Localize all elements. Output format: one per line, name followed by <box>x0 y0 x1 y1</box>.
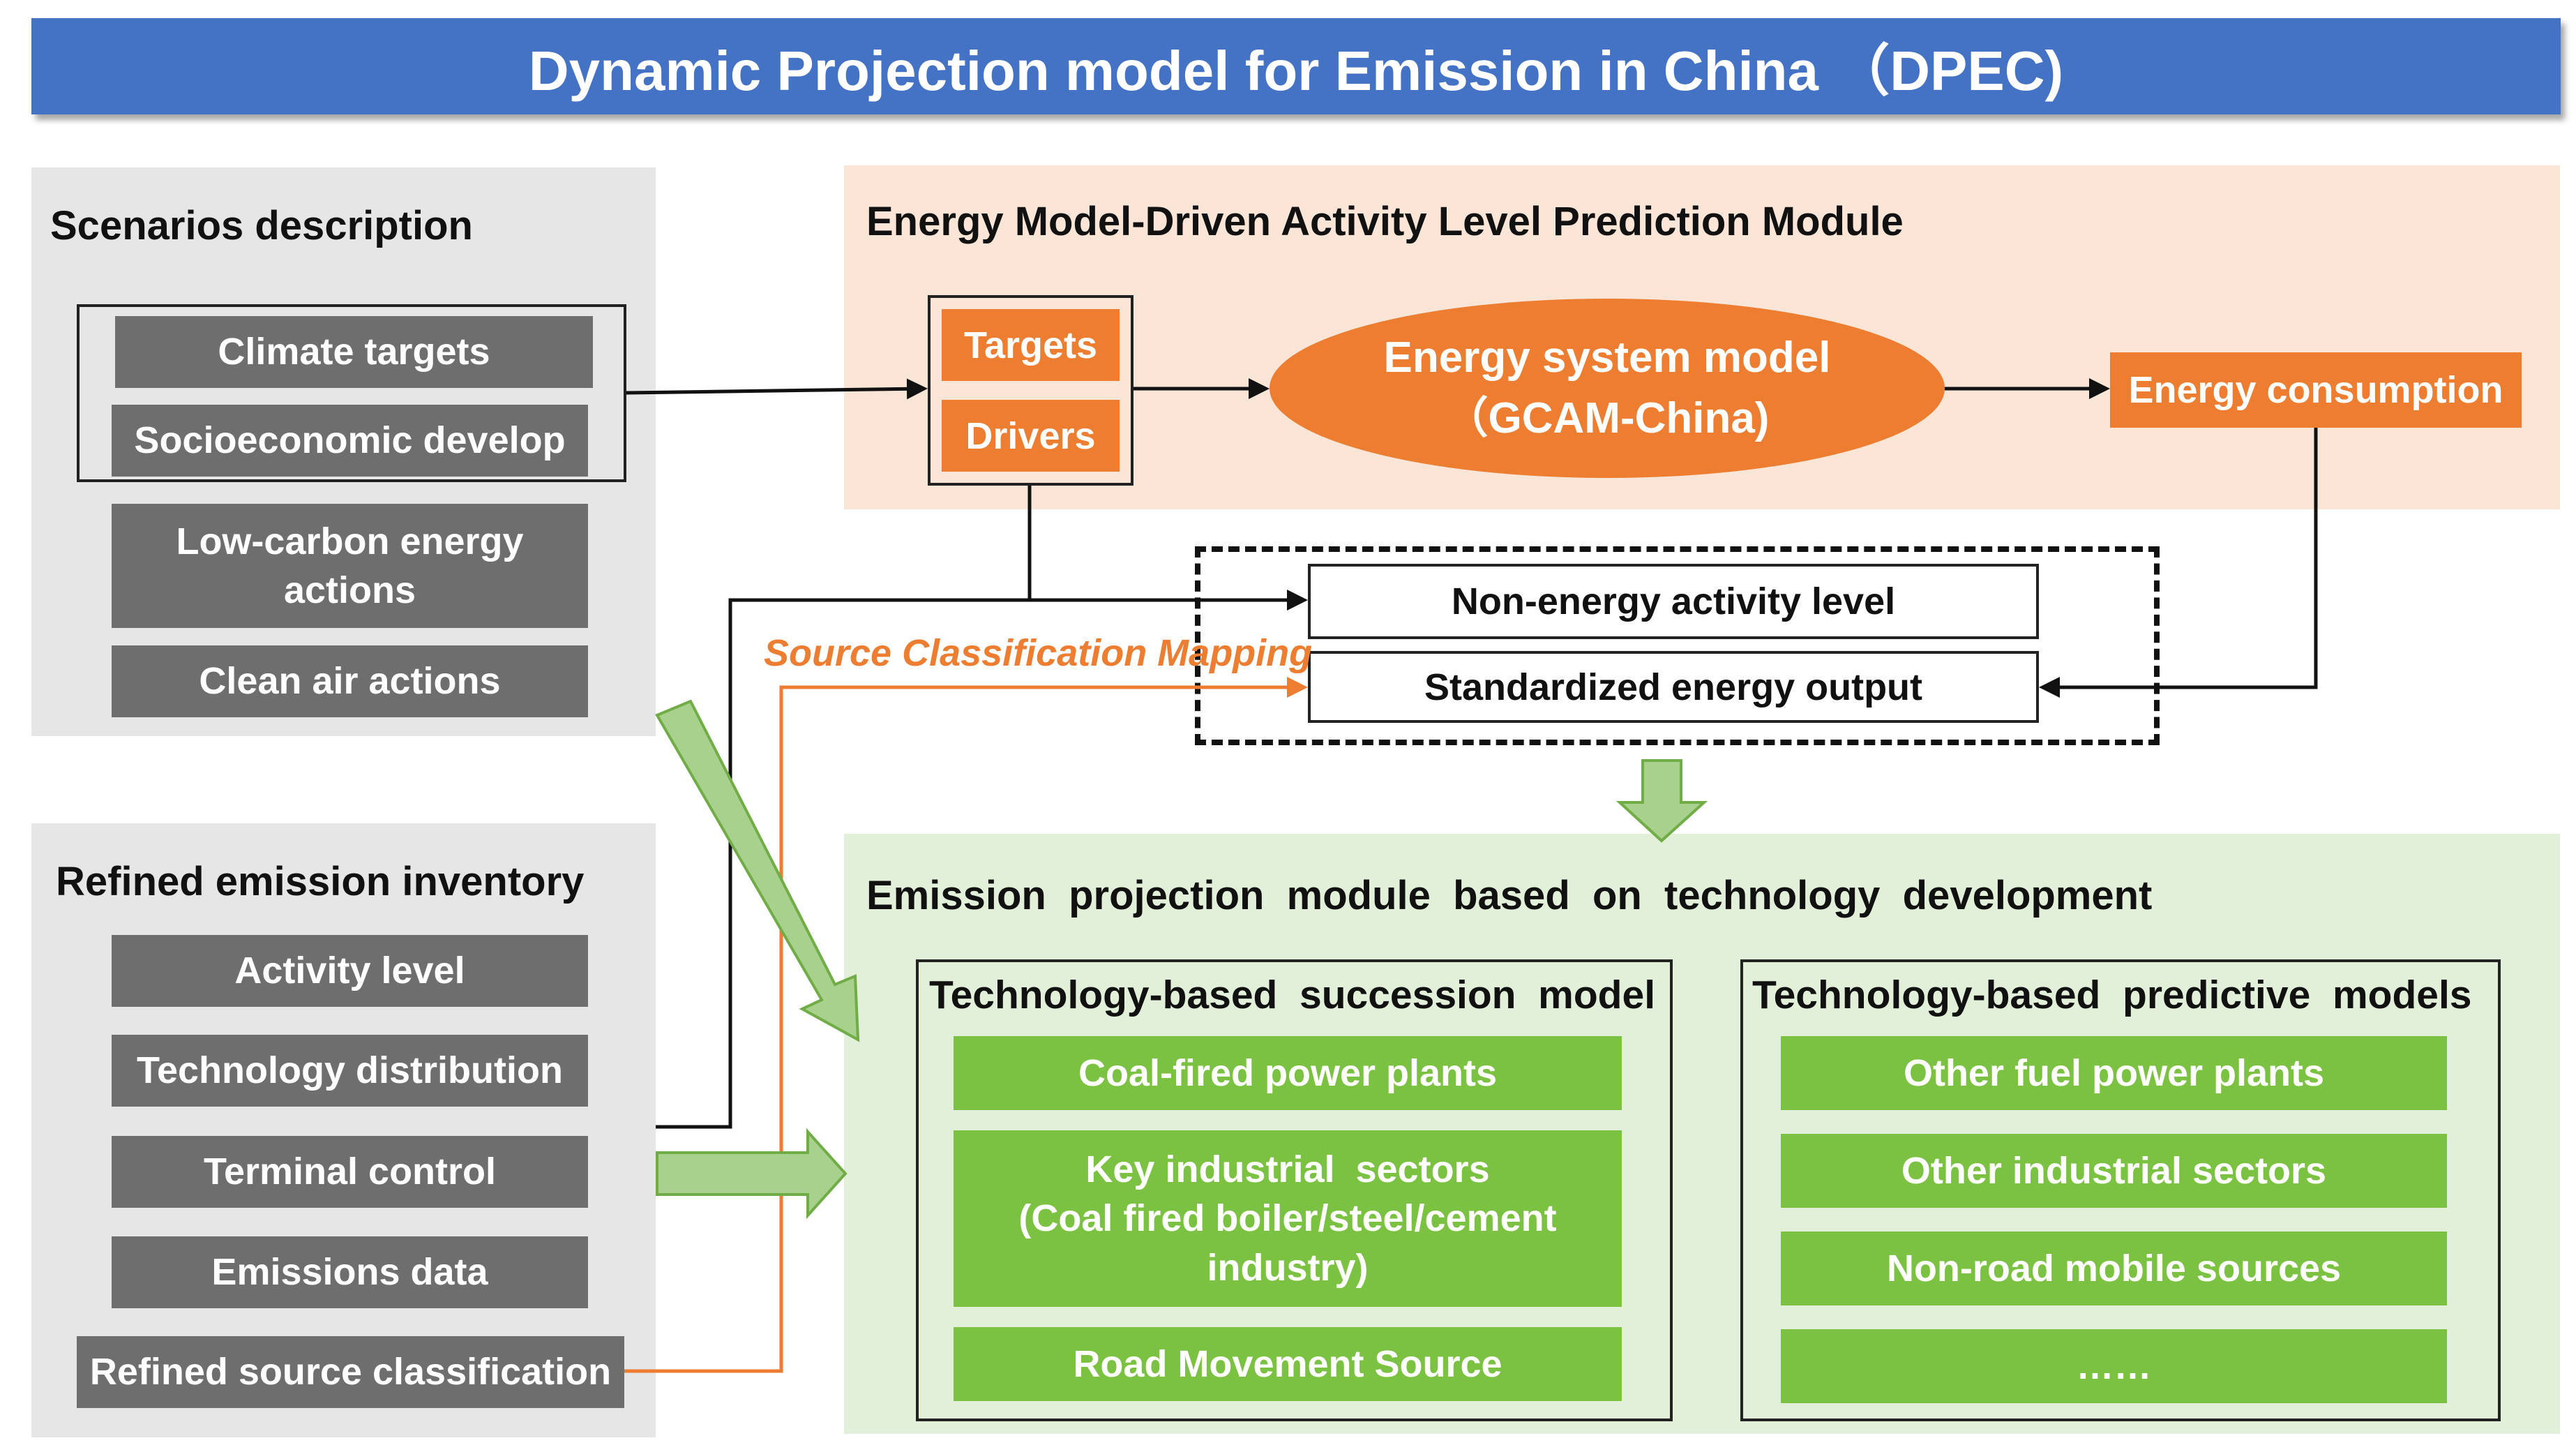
energy-system-model-line1: Energy system model <box>1383 333 1831 382</box>
technology-distribution-box: Technology distribution <box>112 1035 588 1107</box>
other-industrial-label: Other industrial sectors <box>1901 1149 2327 1192</box>
key-industrial-detail-line2: industry) <box>1207 1246 1369 1289</box>
inventory-panel <box>31 823 656 1437</box>
energy-system-model: Energy system model （GCAM-China) <box>1270 299 1945 478</box>
clean-air-box: Clean air actions <box>112 645 588 717</box>
climate-targets-label: Climate targets <box>218 331 490 373</box>
road-movement-label: Road Movement Source <box>1073 1342 1502 1385</box>
activity-level-box: Activity level <box>112 935 588 1007</box>
refined-source-box: Refined source classification <box>77 1336 624 1408</box>
inventory-to-activity-arrow <box>656 598 1030 1129</box>
source-classification-mapping-label: Source Classification Mapping <box>764 632 1313 674</box>
activity-level-label: Activity level <box>234 950 465 992</box>
page-title: Dynamic Projection model for Emission in… <box>31 18 2561 114</box>
key-industrial-label: Key industrial sectors <box>1085 1148 1490 1191</box>
low-carbon-label: Low-carbon energy actions <box>176 520 524 611</box>
more-items-box: …… <box>1781 1329 2447 1403</box>
inventory-heading: Refined emission inventory <box>56 859 585 904</box>
energy-consumption-box: Energy consumption <box>2110 352 2522 428</box>
non-energy-activity-box: Non-energy activity level <box>1308 564 2039 639</box>
other-industrial-box: Other industrial sectors <box>1781 1134 2447 1208</box>
non-energy-activity-label: Non-energy activity level <box>1451 581 1896 622</box>
key-industrial-box: Key industrial sectors (Coal fired boile… <box>954 1130 1622 1307</box>
non-road-mobile-box: Non-road mobile sources <box>1781 1232 2447 1305</box>
output-to-emission-arrow <box>1615 759 1708 843</box>
energy-module-heading: Energy Model-Driven Activity Level Predi… <box>866 199 1904 244</box>
activity-output-dashed-frame <box>1195 546 2160 745</box>
drivers-box: Drivers <box>942 400 1120 472</box>
other-fuel-power-label: Other fuel power plants <box>1903 1051 2325 1094</box>
road-movement-box: Road Movement Source <box>954 1327 1622 1401</box>
drivers-to-activity-arrow <box>1027 486 1308 611</box>
low-carbon-box: Low-carbon energy actions <box>112 504 588 628</box>
scenarios-heading: Scenarios description <box>50 203 473 248</box>
standardized-energy-output-label: Standardized energy output <box>1424 666 1923 708</box>
more-items-label: …… <box>2076 1345 2152 1387</box>
scenario-to-targets-arrow <box>626 378 928 400</box>
climate-targets-box: Climate targets <box>115 316 593 388</box>
clean-air-label: Clean air actions <box>199 660 501 703</box>
other-fuel-power-box: Other fuel power plants <box>1781 1036 2447 1110</box>
technology-distribution-label: Technology distribution <box>137 1049 563 1092</box>
energy-system-model-line2: （GCAM-China) <box>1445 394 1770 442</box>
socioeconomic-box: Socioeconomic develop <box>112 405 588 477</box>
coal-fired-power-box: Coal-fired power plants <box>954 1036 1622 1110</box>
terminal-control-box: Terminal control <box>112 1136 588 1208</box>
emission-module-heading: Emission projection module based on tech… <box>866 873 2153 918</box>
targets-label: Targets <box>963 324 1098 366</box>
coal-fired-power-label: Coal-fired power plants <box>1078 1051 1498 1094</box>
source-mapping-arrow <box>624 677 1308 1373</box>
succession-model-heading: Technology-based succession model <box>929 973 1656 1017</box>
standardized-energy-output-box: Standardized energy output <box>1308 651 2039 723</box>
succession-model-frame <box>916 959 1673 1421</box>
targets-box: Targets <box>942 309 1120 381</box>
non-road-mobile-label: Non-road mobile sources <box>1886 1247 2342 1289</box>
refined-source-label: Refined source classification <box>89 1351 612 1393</box>
consumption-to-output-arrow <box>2039 428 2318 698</box>
targets-drivers-frame <box>928 295 1133 486</box>
drivers-label: Drivers <box>965 414 1096 457</box>
scenario-group-frame <box>77 304 626 482</box>
socioeconomic-label: Socioeconomic develop <box>134 419 566 462</box>
energy-consumption-label: Energy consumption <box>2128 369 2503 411</box>
inventory-to-emission-arrow <box>656 1128 848 1220</box>
emissions-data-box: Emissions data <box>112 1236 588 1308</box>
terminal-control-label: Terminal control <box>203 1151 497 1193</box>
emissions-data-label: Emissions data <box>211 1251 488 1294</box>
predictive-models-heading: Technology-based predictive models <box>1752 973 2472 1017</box>
predictive-models-frame <box>1740 959 2501 1421</box>
key-industrial-detail-line1: (Coal fired boiler/steel/cement <box>1018 1197 1557 1240</box>
scenarios-to-emission-arrow <box>655 699 860 1042</box>
